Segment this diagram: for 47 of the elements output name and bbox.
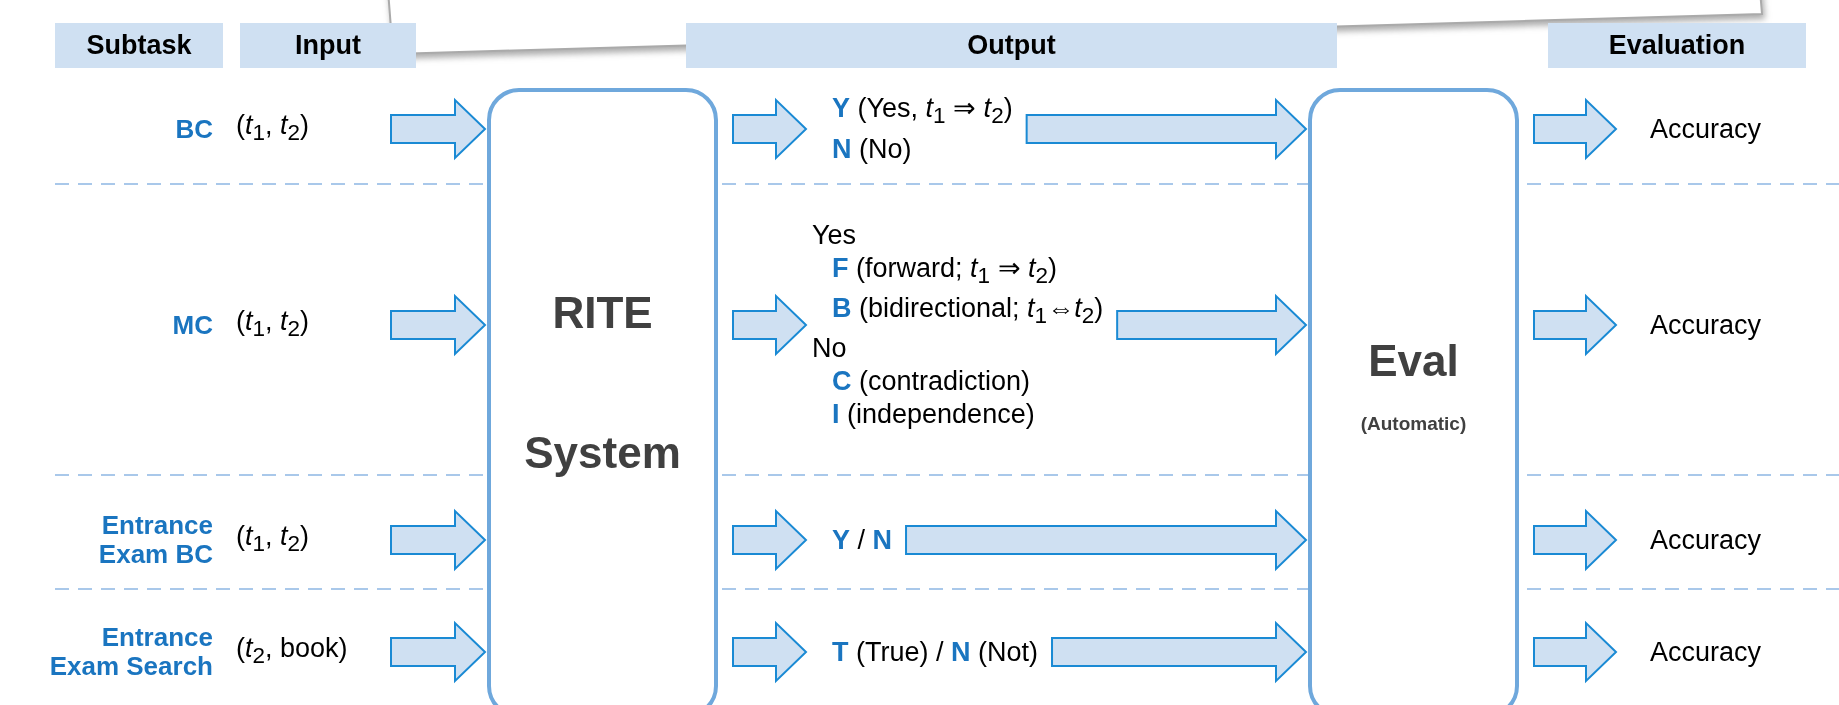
block-arrow (732, 293, 808, 357)
subtask-name: Entrance Exam Search (48, 623, 213, 681)
subtask-name: Entrance Exam BC (97, 511, 213, 569)
block-arrow (390, 620, 487, 684)
block-arrow (390, 293, 487, 357)
output-text: Y (Yes, t$_{1}$ ⇒ t$_{2}$) (831, 92, 1013, 131)
block-arrow (732, 97, 808, 161)
column-header: Input (240, 23, 416, 68)
block-arrow (732, 508, 808, 572)
metric-text: Accuracy (1650, 523, 1762, 557)
block-arrow (905, 508, 1308, 572)
subtask-name: BC (174, 114, 213, 144)
subtask-name: MC (171, 310, 213, 340)
process-box (1308, 88, 1519, 705)
output-text: Yes (812, 218, 857, 252)
block-arrow (1533, 293, 1618, 357)
block-arrow (1533, 508, 1618, 572)
input-text: (t$_{2}$, book) (236, 631, 348, 671)
output-text: T (True) / N (Not) (831, 635, 1038, 669)
column-header: Output (686, 23, 1337, 68)
output-text: B (bidirectional; t$_{1}$⇔t$_{2}$) (831, 292, 1104, 331)
output-text: I (independence) (831, 398, 1035, 432)
block-arrow (1533, 97, 1618, 161)
output-text: C (contradiction) (831, 365, 1031, 399)
block-arrow (1533, 620, 1618, 684)
input-text: (t$_{1}$, t$_{2}$) (236, 304, 310, 344)
metric-text: Accuracy (1650, 635, 1762, 669)
output-text: No (812, 332, 847, 366)
block-arrow (1116, 293, 1308, 357)
output-text: N (No) (831, 132, 912, 166)
column-header: Evaluation (1548, 23, 1806, 68)
output-text: Y / N (831, 523, 893, 557)
block-arrow (390, 508, 487, 572)
metric-text: Accuracy (1650, 112, 1762, 146)
box-subtitle: (Automatic) (1360, 413, 1467, 435)
input-text: (t$_{1}$, t$_{2}$) (236, 108, 310, 148)
column-header: Subtask (55, 23, 223, 68)
output-text: F (forward; t$_{1}$ ⇒ t$_{2}$) (831, 251, 1058, 290)
box-title: Eval (1367, 335, 1460, 387)
block-arrow (1051, 620, 1308, 684)
process-box (487, 88, 718, 705)
metric-text: Accuracy (1650, 308, 1762, 342)
input-text: (t$_{1}$, t$_{2}$) (236, 519, 310, 559)
block-arrow (390, 97, 487, 161)
box-title: RITE System (523, 287, 682, 479)
block-arrow (732, 620, 808, 684)
block-arrow (1025, 97, 1308, 161)
